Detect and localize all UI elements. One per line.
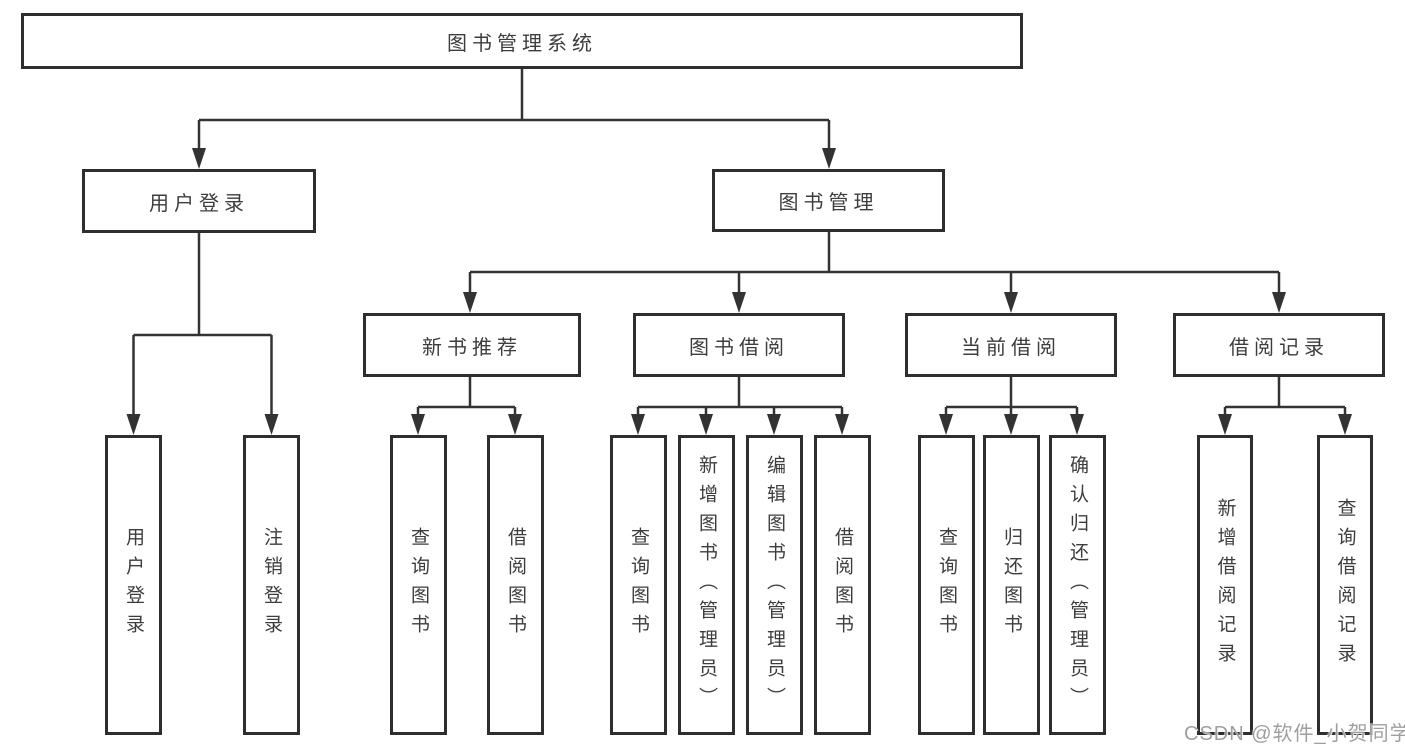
leaf-user-login: 用户登录 — [105, 435, 162, 735]
leaf-edit-books-admin-label: 编辑图书（管理员） — [764, 454, 785, 716]
leaf-borrow-books-label: 借阅图书 — [832, 527, 853, 643]
leaf-confirm-return-admin-label: 确认归还（管理员） — [1067, 454, 1088, 716]
leaf-add-books-admin-label: 新增图书（管理员） — [696, 454, 717, 716]
node-new-book-recommend-label: 新书推荐 — [422, 336, 522, 359]
leaf-query-borrow-record: 查询借阅记录 — [1317, 435, 1373, 735]
connector-root-to-level2 — [197, 69, 831, 149]
node-book-borrow: 图书借阅 — [633, 313, 845, 377]
csdn-watermark: CSDN @软件_小贺同学 — [1184, 723, 1405, 745]
connector-borrow-to-leaves — [636, 377, 844, 415]
connector-newbook-to-leaves — [416, 377, 517, 415]
leaf-logout-label: 注销登录 — [261, 527, 282, 643]
node-borrow-records-label: 借阅记录 — [1229, 336, 1329, 359]
connector-current-to-leaves — [944, 377, 1079, 415]
leaf-current-query-books-label: 查询图书 — [936, 527, 957, 643]
node-user-login: 用户登录 — [82, 169, 316, 233]
node-borrow-records: 借阅记录 — [1173, 313, 1385, 377]
node-new-book-recommend: 新书推荐 — [363, 313, 581, 377]
arrowheads — [126, 148, 1352, 435]
connector-userlogin-to-leaves — [132, 233, 273, 415]
leaf-return-books: 归还图书 — [983, 435, 1040, 735]
node-user-login-label: 用户登录 — [149, 192, 249, 215]
node-book-management: 图书管理 — [712, 169, 945, 232]
node-current-borrow: 当前借阅 — [905, 313, 1117, 377]
node-root: 图书管理系统 — [21, 13, 1023, 69]
leaf-return-books-label: 归还图书 — [1001, 527, 1022, 643]
leaf-borrow-query-books: 查询图书 — [610, 435, 667, 735]
leaf-borrow-books: 借阅图书 — [814, 435, 871, 735]
node-current-borrow-label: 当前借阅 — [961, 336, 1061, 359]
leaf-recommend-borrow-books-label: 借阅图书 — [505, 527, 526, 643]
leaf-recommend-query-books-label: 查询图书 — [408, 527, 429, 643]
leaf-recommend-query-books: 查询图书 — [390, 435, 447, 735]
leaf-current-query-books: 查询图书 — [918, 435, 975, 735]
leaf-confirm-return-admin: 确认归还（管理员） — [1049, 435, 1106, 735]
leaf-add-borrow-record: 新增借阅记录 — [1197, 435, 1253, 735]
leaf-add-borrow-record-label: 新增借阅记录 — [1214, 498, 1236, 672]
connector-records-to-leaves — [1223, 377, 1347, 415]
leaf-edit-books-admin: 编辑图书（管理员） — [746, 435, 803, 735]
leaf-borrow-query-books-label: 查询图书 — [628, 527, 649, 643]
node-book-management-label: 图书管理 — [778, 192, 879, 214]
node-book-borrow-label: 图书借阅 — [689, 336, 789, 359]
leaf-user-login-label: 用户登录 — [123, 527, 144, 643]
leaf-recommend-borrow-books: 借阅图书 — [487, 435, 544, 735]
connector-bookmgmt-to-level3 — [468, 232, 1281, 293]
leaf-logout: 注销登录 — [243, 435, 300, 735]
node-root-label: 图书管理系统 — [447, 32, 597, 55]
leaf-query-borrow-record-label: 查询借阅记录 — [1334, 498, 1356, 672]
leaf-add-books-admin: 新增图书（管理员） — [678, 435, 735, 735]
